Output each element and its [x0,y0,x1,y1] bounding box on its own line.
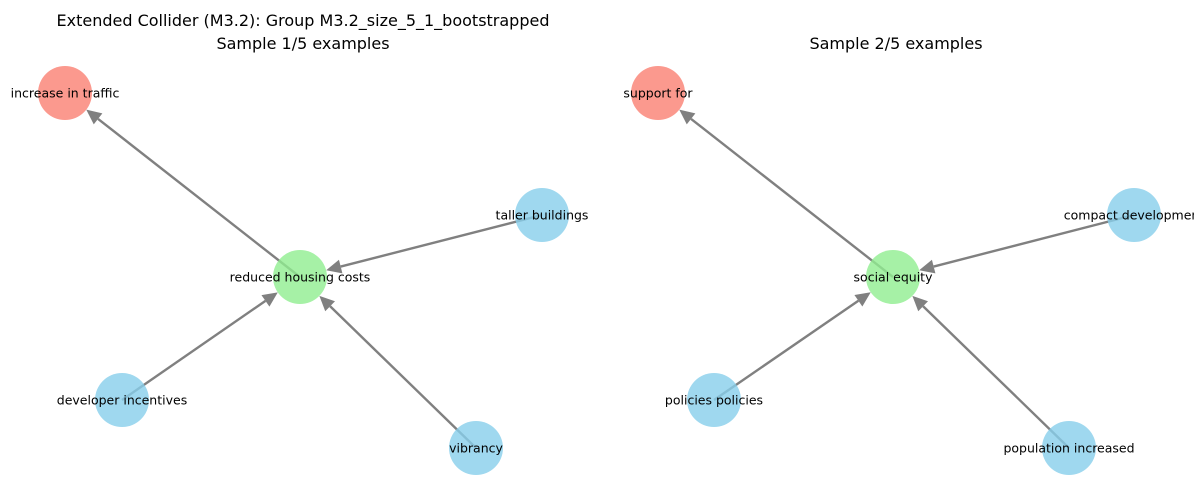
node-label-c3: vibrancy [449,441,503,456]
node-effect-effect [38,66,92,120]
node-label-collider: social equity [854,270,934,285]
node-label-c1: taller buildings [496,208,589,223]
arrowhead-collider-to-effect [679,109,696,125]
arrowhead-collider-to-effect [86,109,103,125]
panel-right-labels: social equity support for compact developm… [623,86,1200,456]
panel-right-title-line2: Sample 2/5 examples [809,34,982,53]
node-cause-c3 [449,421,503,475]
edge-c1-to-collider [933,213,1135,268]
edge-c3-to-collider [329,305,477,449]
arrowhead-c3-to-collider [912,295,929,312]
node-label-c2: policies policies [665,393,763,408]
panel-right-edges [679,109,1135,449]
edge-c2-to-collider [713,299,860,401]
edge-collider-to-effect [97,117,301,278]
panel-left-nodes [38,66,569,475]
node-cause-c1 [1107,188,1161,242]
node-collider-collider [273,250,327,304]
panel-left-edges [86,109,543,449]
edge-collider-to-effect [690,117,894,278]
node-label-c3: population increased [1003,441,1134,456]
arrowhead-c1-to-collider [919,259,936,274]
node-label-effect: support for [623,86,693,101]
arrowhead-c3-to-collider [319,295,336,312]
panel-left: Extended Collider (M3.2): Group M3.2_siz… [11,11,589,475]
arrowhead-c2-to-collider [854,292,871,307]
node-cause-c3 [1042,421,1096,475]
arrowhead-c2-to-collider [261,292,278,307]
panel-left-title-line2: Sample 1/5 examples [216,34,389,53]
node-label-c1: compact development [1064,208,1200,223]
node-label-effect: increase in traffic [11,86,120,101]
edge-c2-to-collider [121,299,267,401]
panel-right: Sample 2/5 examples social equity support… [623,34,1200,475]
node-collider-collider [866,250,920,304]
node-effect-effect [631,66,685,120]
node-cause-c1 [515,188,569,242]
arrowhead-c1-to-collider [326,259,343,274]
edge-c3-to-collider [922,305,1070,449]
panel-right-nodes [631,66,1161,475]
panel-left-title-line1: Extended Collider (M3.2): Group M3.2_siz… [57,11,550,31]
node-label-c2: developer incentives [57,393,187,408]
node-cause-c2 [687,373,741,427]
edge-c1-to-collider [340,213,543,268]
node-label-collider: reduced housing costs [230,270,371,285]
panel-left-labels: reduced housing costs increase in traffic… [11,86,589,456]
node-cause-c2 [95,373,149,427]
